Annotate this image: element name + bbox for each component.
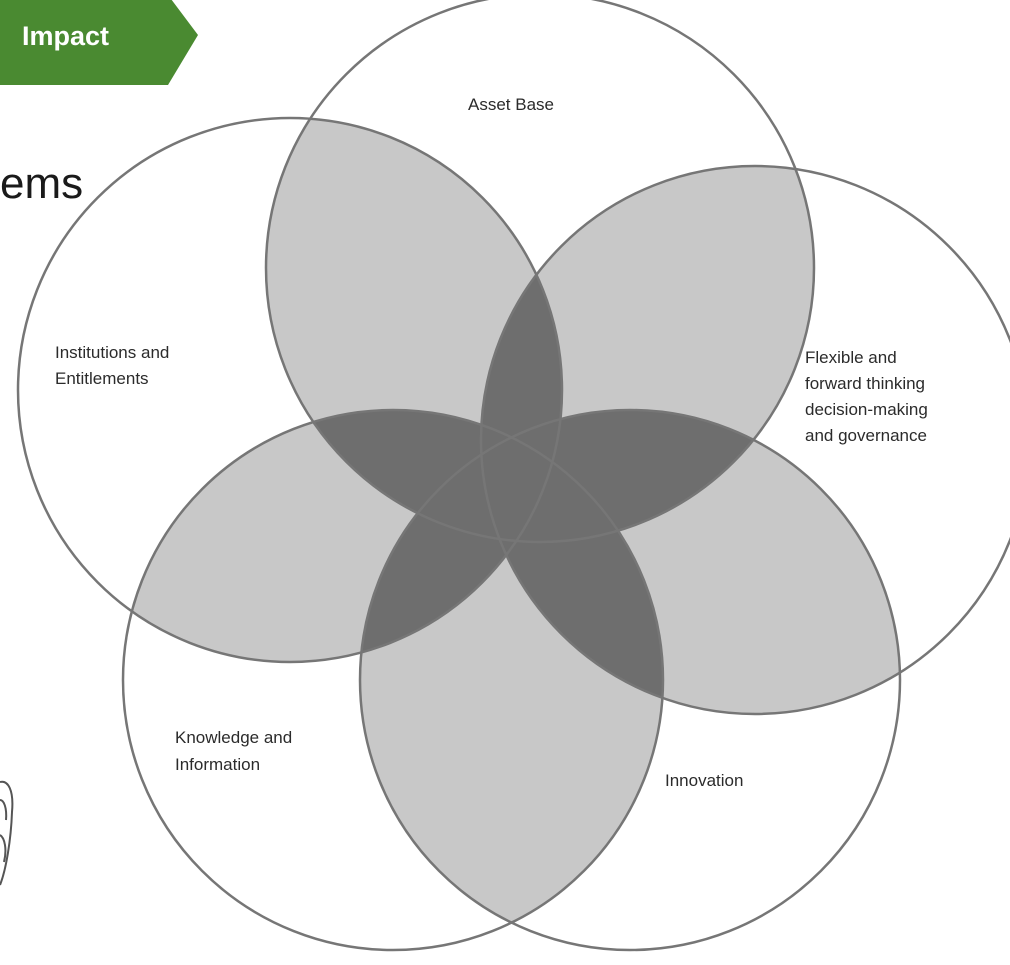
slide-heading-fragment: ems [0,159,83,208]
impact-tag-shape [0,0,198,85]
circle-knowledge [121,408,665,952]
label-flexible: Flexible and forward thinking decision-m… [805,348,933,445]
label-innovation: Innovation [665,771,743,790]
impact-tag: Impact [0,0,198,85]
label-knowledge: Knowledge and Information [175,728,297,774]
circle-asset-base [264,0,816,544]
label-institutions: Institutions and Entitlements [55,343,174,388]
circle-innovation [358,408,902,952]
impact-tag-label: Impact [22,21,109,51]
circle-flexible [479,164,1010,716]
circle-institutions [16,116,564,664]
circle-outlines [16,0,1010,952]
label-asset-base: Asset Base [468,95,554,114]
edge-sketch-fragment [0,780,14,886]
circle-labels: Asset Base Institutions and Entitlements… [55,95,933,790]
